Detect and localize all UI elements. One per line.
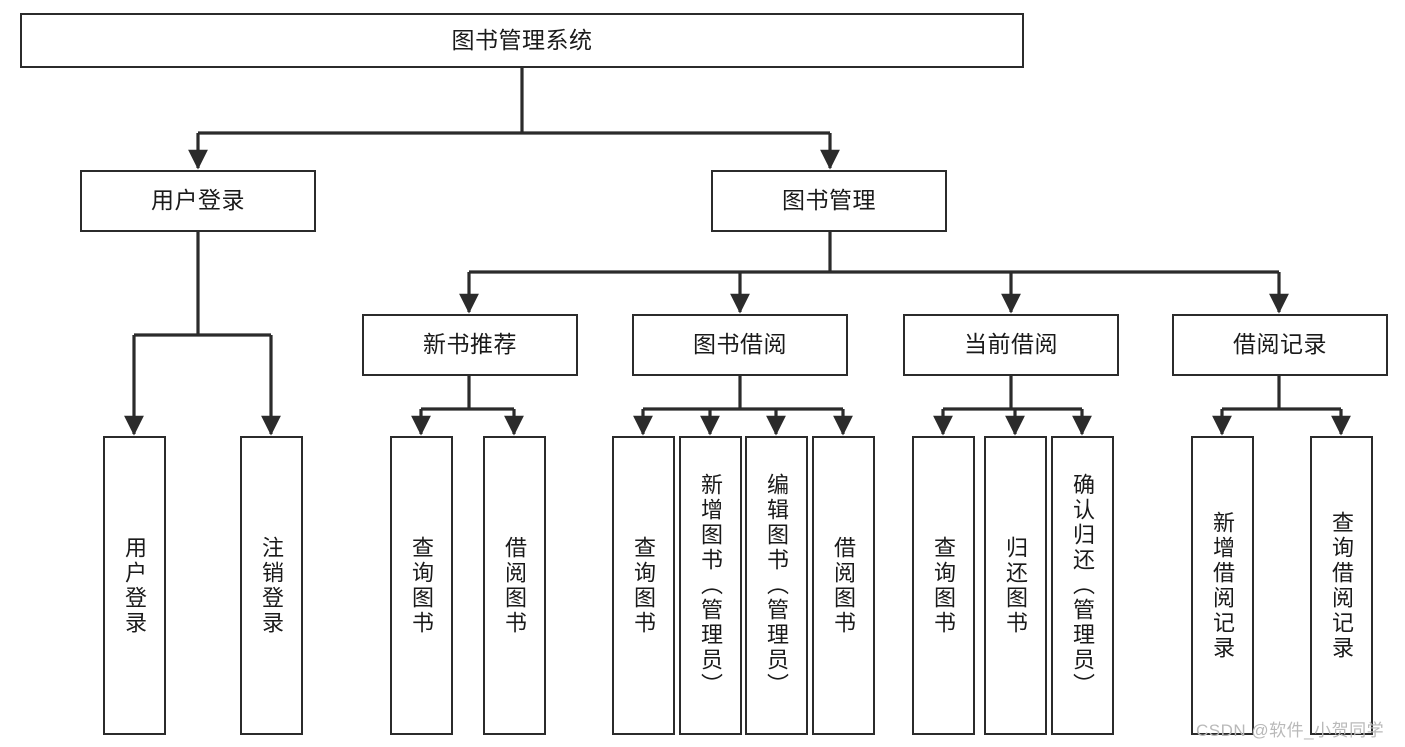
node-leaf-return-book-label: 归还图书 xyxy=(1003,535,1029,636)
node-leaf-logout-label: 注销登录 xyxy=(259,535,285,636)
node-book-manage-label: 图书管理 xyxy=(782,187,876,214)
node-leaf-query-book-3-label: 查询图书 xyxy=(931,535,957,636)
node-borrow-record-label: 借阅记录 xyxy=(1233,331,1327,358)
node-book-manage[interactable]: 图书管理 xyxy=(711,170,947,232)
node-new-book-rec-label: 新书推荐 xyxy=(423,331,517,358)
node-leaf-add-book[interactable]: 新增图书（管理员） xyxy=(679,436,742,735)
node-leaf-edit-book[interactable]: 编辑图书（管理员） xyxy=(745,436,808,735)
node-root-label: 图书管理系统 xyxy=(451,26,593,53)
node-leaf-confirm-return-label: 确认归还（管理员） xyxy=(1070,473,1096,698)
node-leaf-query-record-label: 查询借阅记录 xyxy=(1329,510,1355,661)
node-leaf-borrow-book-1-label: 借阅图书 xyxy=(502,535,528,636)
node-leaf-add-record-label: 新增借阅记录 xyxy=(1210,510,1236,661)
node-leaf-user-login-label: 用户登录 xyxy=(122,535,148,636)
node-leaf-query-book-1-label: 查询图书 xyxy=(409,535,435,636)
node-leaf-logout[interactable]: 注销登录 xyxy=(240,436,303,735)
node-leaf-borrow-book-1[interactable]: 借阅图书 xyxy=(483,436,546,735)
node-leaf-query-book-2-label: 查询图书 xyxy=(631,535,657,636)
node-leaf-borrow-book-2-label: 借阅图书 xyxy=(831,535,857,636)
node-leaf-confirm-return[interactable]: 确认归还（管理员） xyxy=(1051,436,1114,735)
node-user-login-label: 用户登录 xyxy=(151,187,245,214)
node-leaf-query-record[interactable]: 查询借阅记录 xyxy=(1310,436,1373,735)
watermark: CSDN @软件_小贺同学 xyxy=(1196,721,1385,740)
node-leaf-query-book-3[interactable]: 查询图书 xyxy=(912,436,975,735)
node-leaf-return-book[interactable]: 归还图书 xyxy=(984,436,1047,735)
node-current-borrow-label: 当前借阅 xyxy=(964,331,1058,358)
node-leaf-add-book-label: 新增图书（管理员） xyxy=(698,473,724,698)
node-leaf-borrow-book-2[interactable]: 借阅图书 xyxy=(812,436,875,735)
node-leaf-query-book-1[interactable]: 查询图书 xyxy=(390,436,453,735)
node-new-book-rec[interactable]: 新书推荐 xyxy=(362,314,578,376)
node-user-login[interactable]: 用户登录 xyxy=(80,170,316,232)
node-current-borrow[interactable]: 当前借阅 xyxy=(903,314,1119,376)
node-book-borrow[interactable]: 图书借阅 xyxy=(632,314,848,376)
node-leaf-edit-book-label: 编辑图书（管理员） xyxy=(764,473,790,698)
node-leaf-add-record[interactable]: 新增借阅记录 xyxy=(1191,436,1254,735)
node-root[interactable]: 图书管理系统 xyxy=(20,13,1024,68)
node-leaf-query-book-2[interactable]: 查询图书 xyxy=(612,436,675,735)
node-book-borrow-label: 图书借阅 xyxy=(693,331,787,358)
node-borrow-record[interactable]: 借阅记录 xyxy=(1172,314,1388,376)
node-leaf-user-login[interactable]: 用户登录 xyxy=(103,436,166,735)
